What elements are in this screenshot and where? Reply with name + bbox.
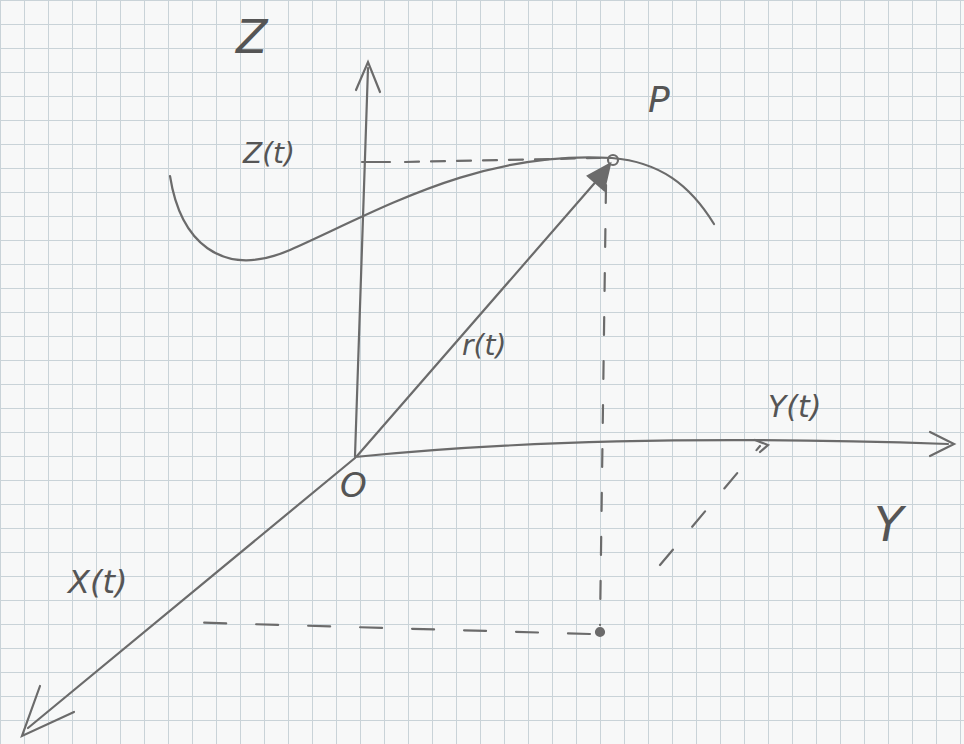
- axis-label: Y: [874, 500, 903, 548]
- y-projection: [660, 446, 760, 565]
- trajectory-curve: [170, 157, 714, 260]
- y-arrowhead: [930, 432, 954, 456]
- x-axis: [28, 458, 355, 728]
- vector-label: r(t): [462, 332, 506, 360]
- foot-point: [596, 628, 604, 636]
- z-projection: [405, 158, 600, 162]
- coordinate-label: Y(t): [768, 392, 822, 422]
- vertical-projection: [600, 185, 606, 625]
- z-axis: [355, 68, 368, 456]
- x-arrowhead: [22, 686, 74, 736]
- origin-label: O: [340, 468, 367, 502]
- coordinate-label: X(t): [68, 566, 127, 598]
- y-tick: [755, 440, 768, 452]
- point-p: [608, 155, 618, 165]
- x-projection: [180, 622, 590, 634]
- point-label: P: [648, 82, 670, 118]
- y-axis: [355, 440, 948, 457]
- position-vector: [357, 170, 606, 456]
- coordinate-label: Z(t): [243, 140, 295, 168]
- z-tick: [362, 161, 390, 163]
- z-arrowhead: [356, 62, 380, 92]
- axis-label: Z: [236, 14, 268, 60]
